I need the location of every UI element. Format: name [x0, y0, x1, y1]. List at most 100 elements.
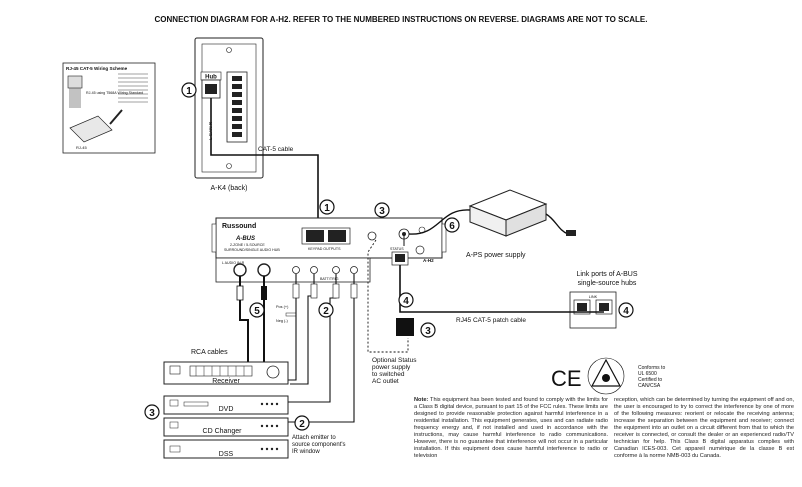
- keypad-back-plate: Hub L GAN R: [194, 37, 264, 179]
- status-label: STATUS: [390, 247, 404, 251]
- step-3-marker-status: 3: [420, 322, 436, 338]
- status-supply-line-3: to switched: [372, 371, 405, 378]
- audio-in-left-jack: [233, 263, 247, 277]
- step-2-marker-ir: 2: [318, 302, 334, 318]
- csa-line-4: CAN/CSA: [638, 383, 661, 389]
- svg-text:1: 1: [186, 86, 192, 97]
- power-switch-icon: [367, 231, 377, 241]
- fcc-note-col-2: reception, which can be determined by tu…: [614, 397, 794, 460]
- batt-jack-1: [332, 266, 340, 274]
- note-col-2-text: reception, which can be determined by tu…: [614, 397, 794, 459]
- audio-in-right-jack: [257, 263, 271, 277]
- plug-neg-label: Neg (-): [276, 319, 289, 323]
- svg-text:4: 4: [403, 296, 409, 307]
- status-supply-adapter: [396, 318, 414, 336]
- svg-text:2: 2: [323, 306, 329, 317]
- rca-plug-icon: [236, 285, 244, 301]
- hub-brand: Russound: [222, 223, 256, 230]
- rca-cables: [239, 276, 265, 362]
- step-2-marker-emitter: 2: [294, 415, 310, 431]
- keypad-outputs-label: KEYPAD OUTPUTS: [308, 247, 341, 251]
- rca-cables-label: RCA cables: [191, 349, 228, 356]
- rj45-plug-illustration: [69, 115, 113, 143]
- status-supply-line-2: power supply: [372, 364, 411, 371]
- svg-text:6: 6: [449, 221, 455, 232]
- dvd-label: DVD: [219, 406, 234, 413]
- patch-cable: [399, 265, 604, 313]
- svg-text:3: 3: [379, 206, 385, 217]
- step-6-marker: 6: [444, 217, 460, 233]
- mono-plug-icon: [285, 312, 297, 317]
- fcc-note-col-1: Note: This equipment has been tested and…: [414, 397, 608, 460]
- terminal-block: [226, 71, 248, 143]
- screw-icon: [226, 47, 232, 53]
- plug-pos-label: Pos (+): [276, 305, 289, 309]
- step-3-marker-hub: 3: [374, 202, 390, 218]
- dvd-unit: DVD: [163, 395, 289, 415]
- wiring-std-label: RJ-45 using T568A Wiring Standard: [86, 91, 143, 95]
- ac-plug-icon: [566, 230, 576, 236]
- keypad-caption: A-K4 (back): [211, 185, 248, 192]
- volume-knob-icon: [266, 365, 280, 379]
- svg-text:2: 2: [299, 419, 305, 430]
- hub-model: A-BUS: [235, 236, 255, 242]
- patch-cable-label: RJ45 CAT-5 patch cable: [456, 317, 526, 324]
- step-1-marker-keypad: 1: [181, 82, 197, 98]
- status-supply-cable: [367, 239, 409, 353]
- mini-plug-icon: [292, 283, 300, 299]
- hub-desc-2: SURROUND/SINGLE AUDIO HUB: [224, 248, 280, 252]
- wiring-scheme-title: RJ-45 CAT-5 Wiring Scheme: [66, 66, 128, 71]
- keypad-hub-jack: [205, 84, 217, 94]
- step-3-marker-sources: 3: [144, 404, 160, 420]
- mini-plug-icon: [310, 283, 318, 299]
- link-label: LINK: [589, 295, 598, 299]
- emitter-note-line-1: Attach emitter to: [292, 435, 336, 441]
- cd-changer-unit: CD Changer: [163, 417, 289, 437]
- status-supply-line-4: AC outlet: [372, 378, 399, 385]
- link-hubs-label-2: single-source hubs: [578, 280, 637, 287]
- step-4-marker-link: 4: [618, 302, 634, 318]
- svg-text:1: 1: [324, 203, 330, 214]
- hub-model-no: A-H2: [423, 258, 434, 263]
- link-hubs-label-1: Link ports of A-BUS: [576, 271, 637, 278]
- ground-icon: [415, 245, 425, 255]
- svg-text:4: 4: [623, 306, 629, 317]
- ce-mark: CE: [551, 366, 582, 391]
- csa-line-1: Conforms to: [638, 365, 665, 371]
- status-supply-line-1: Optional Status: [372, 357, 417, 364]
- batt-label: BATT/TRIG: [320, 277, 339, 281]
- cd-changer-label: CD Changer: [203, 428, 243, 435]
- svg-text:3: 3: [425, 326, 431, 337]
- dss-unit: DSS: [163, 439, 289, 459]
- ir-jack-1: [292, 266, 300, 274]
- screw-icon: [226, 163, 232, 169]
- keypad-hub-label: Hub: [205, 75, 217, 81]
- step-1-marker-hub: 1: [319, 199, 335, 215]
- page-title: CONNECTION DIAGRAM FOR A-H2. REFER TO TH…: [155, 15, 648, 24]
- mini-plug-icon: [332, 283, 340, 299]
- note-col-1-text: This equipment has been tested and found…: [414, 397, 609, 459]
- rj45-cable: [109, 109, 123, 125]
- power-cable: [408, 209, 471, 235]
- audio-input-bay: L AUDIO IN R BATT/TRIG: [215, 257, 371, 283]
- step-5-marker: 5: [249, 302, 265, 318]
- note-head: Note:: [414, 397, 429, 403]
- csa-line-3: Certified to: [638, 377, 662, 383]
- mini-plug-icon: [350, 283, 358, 299]
- audio-in-label: L AUDIO IN R: [222, 261, 245, 265]
- ir-jack-2: [310, 266, 318, 274]
- link-port-panel: LINK: [569, 291, 617, 329]
- keypad-output-2: [328, 230, 346, 242]
- rca-plug-icon: [261, 286, 267, 300]
- keypad-output-1: [306, 230, 324, 242]
- csa-line-2: UL 6500: [638, 371, 657, 377]
- svg-text:3: 3: [149, 408, 155, 419]
- wiring-scheme-box: RJ-45 CAT-5 Wiring Scheme RJ-45 using T5…: [62, 62, 156, 154]
- receiver-unit: Receiver: [163, 361, 289, 385]
- receiver-label: Receiver: [212, 378, 240, 385]
- rj45-label: RJ-45: [76, 145, 87, 150]
- emitter-note-line-3: IR window: [292, 449, 320, 455]
- cat5-cable: [210, 98, 319, 232]
- power-supply-brick: [468, 189, 576, 237]
